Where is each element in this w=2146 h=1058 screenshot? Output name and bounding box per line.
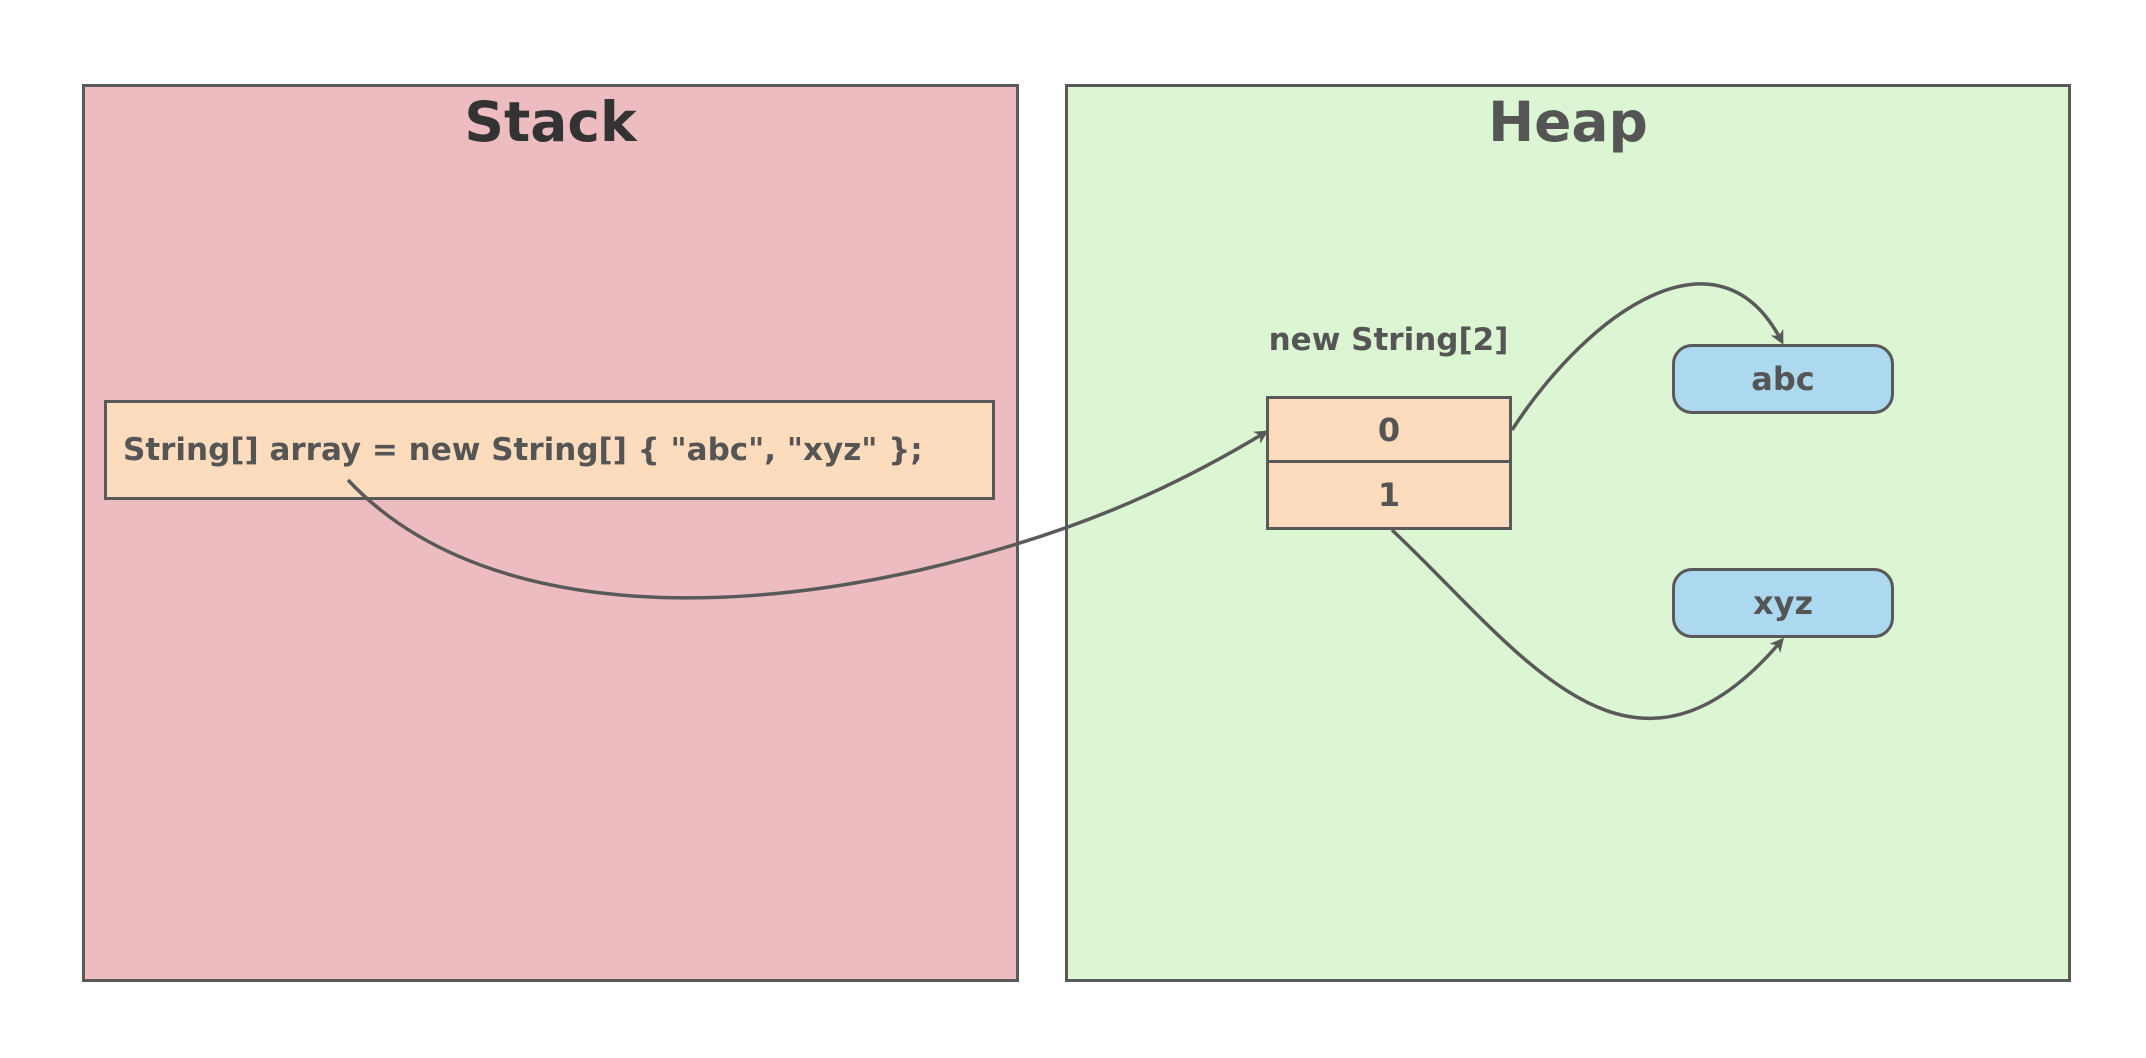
stack-panel: Stack <box>82 84 1019 982</box>
string-object-xyz: xyz <box>1672 568 1894 638</box>
string-array-object: 0 1 <box>1266 396 1512 530</box>
heap-title: Heap <box>1488 90 1648 154</box>
array-cell-0: 0 <box>1269 399 1509 463</box>
heap-panel: Heap <box>1065 84 2071 982</box>
array-declaration-code: String[] array = new String[] { "abc", "… <box>104 400 995 500</box>
array-cell-1: 1 <box>1377 476 1401 514</box>
array-label: new String[2] <box>1268 322 1509 358</box>
stack-title: Stack <box>464 90 637 154</box>
string-object-abc: abc <box>1672 344 1894 414</box>
